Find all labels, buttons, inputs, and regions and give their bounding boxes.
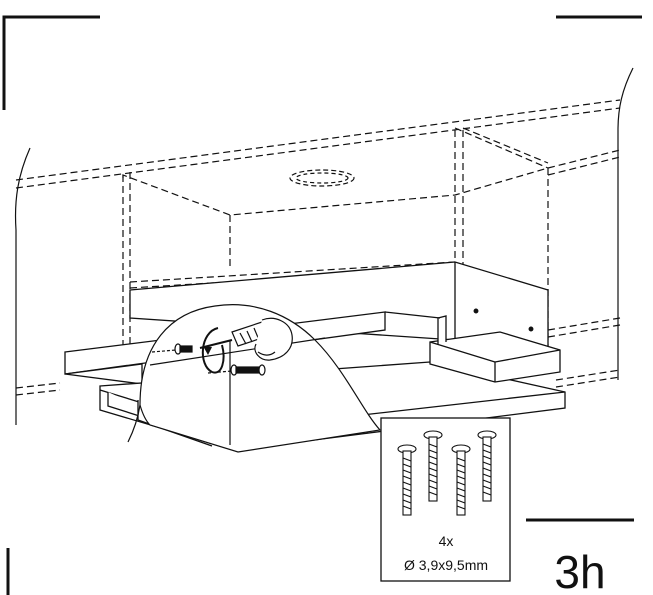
screw-lower bbox=[207, 364, 266, 376]
screw-part-icon bbox=[423, 430, 443, 502]
corner-mark-top-left bbox=[2, 15, 100, 110]
parts-dimension: Ø 3,9x9,5mm bbox=[404, 557, 488, 573]
screw-part-icon bbox=[477, 430, 497, 502]
screwdriver-icon bbox=[199, 321, 269, 349]
rotation-arrow-icon bbox=[201, 327, 225, 374]
screw-part-icon bbox=[397, 444, 417, 516]
parts-quantity: 4x bbox=[439, 533, 454, 549]
vent-hole bbox=[289, 169, 355, 187]
right-bracket bbox=[429, 331, 561, 383]
detail-cutaway bbox=[127, 304, 382, 453]
step-label: 3h bbox=[554, 546, 605, 595]
cutaway-outline bbox=[139, 304, 382, 453]
right-wall-edge bbox=[617, 67, 634, 380]
hand-icon bbox=[254, 317, 293, 361]
screw-upper bbox=[151, 343, 193, 355]
corner-marks bbox=[2, 15, 642, 595]
screw-part-icon bbox=[451, 444, 471, 516]
parts-box: 4x Ø 3,9x9,5mm bbox=[380, 417, 511, 582]
left-wall-edge bbox=[14, 147, 31, 425]
